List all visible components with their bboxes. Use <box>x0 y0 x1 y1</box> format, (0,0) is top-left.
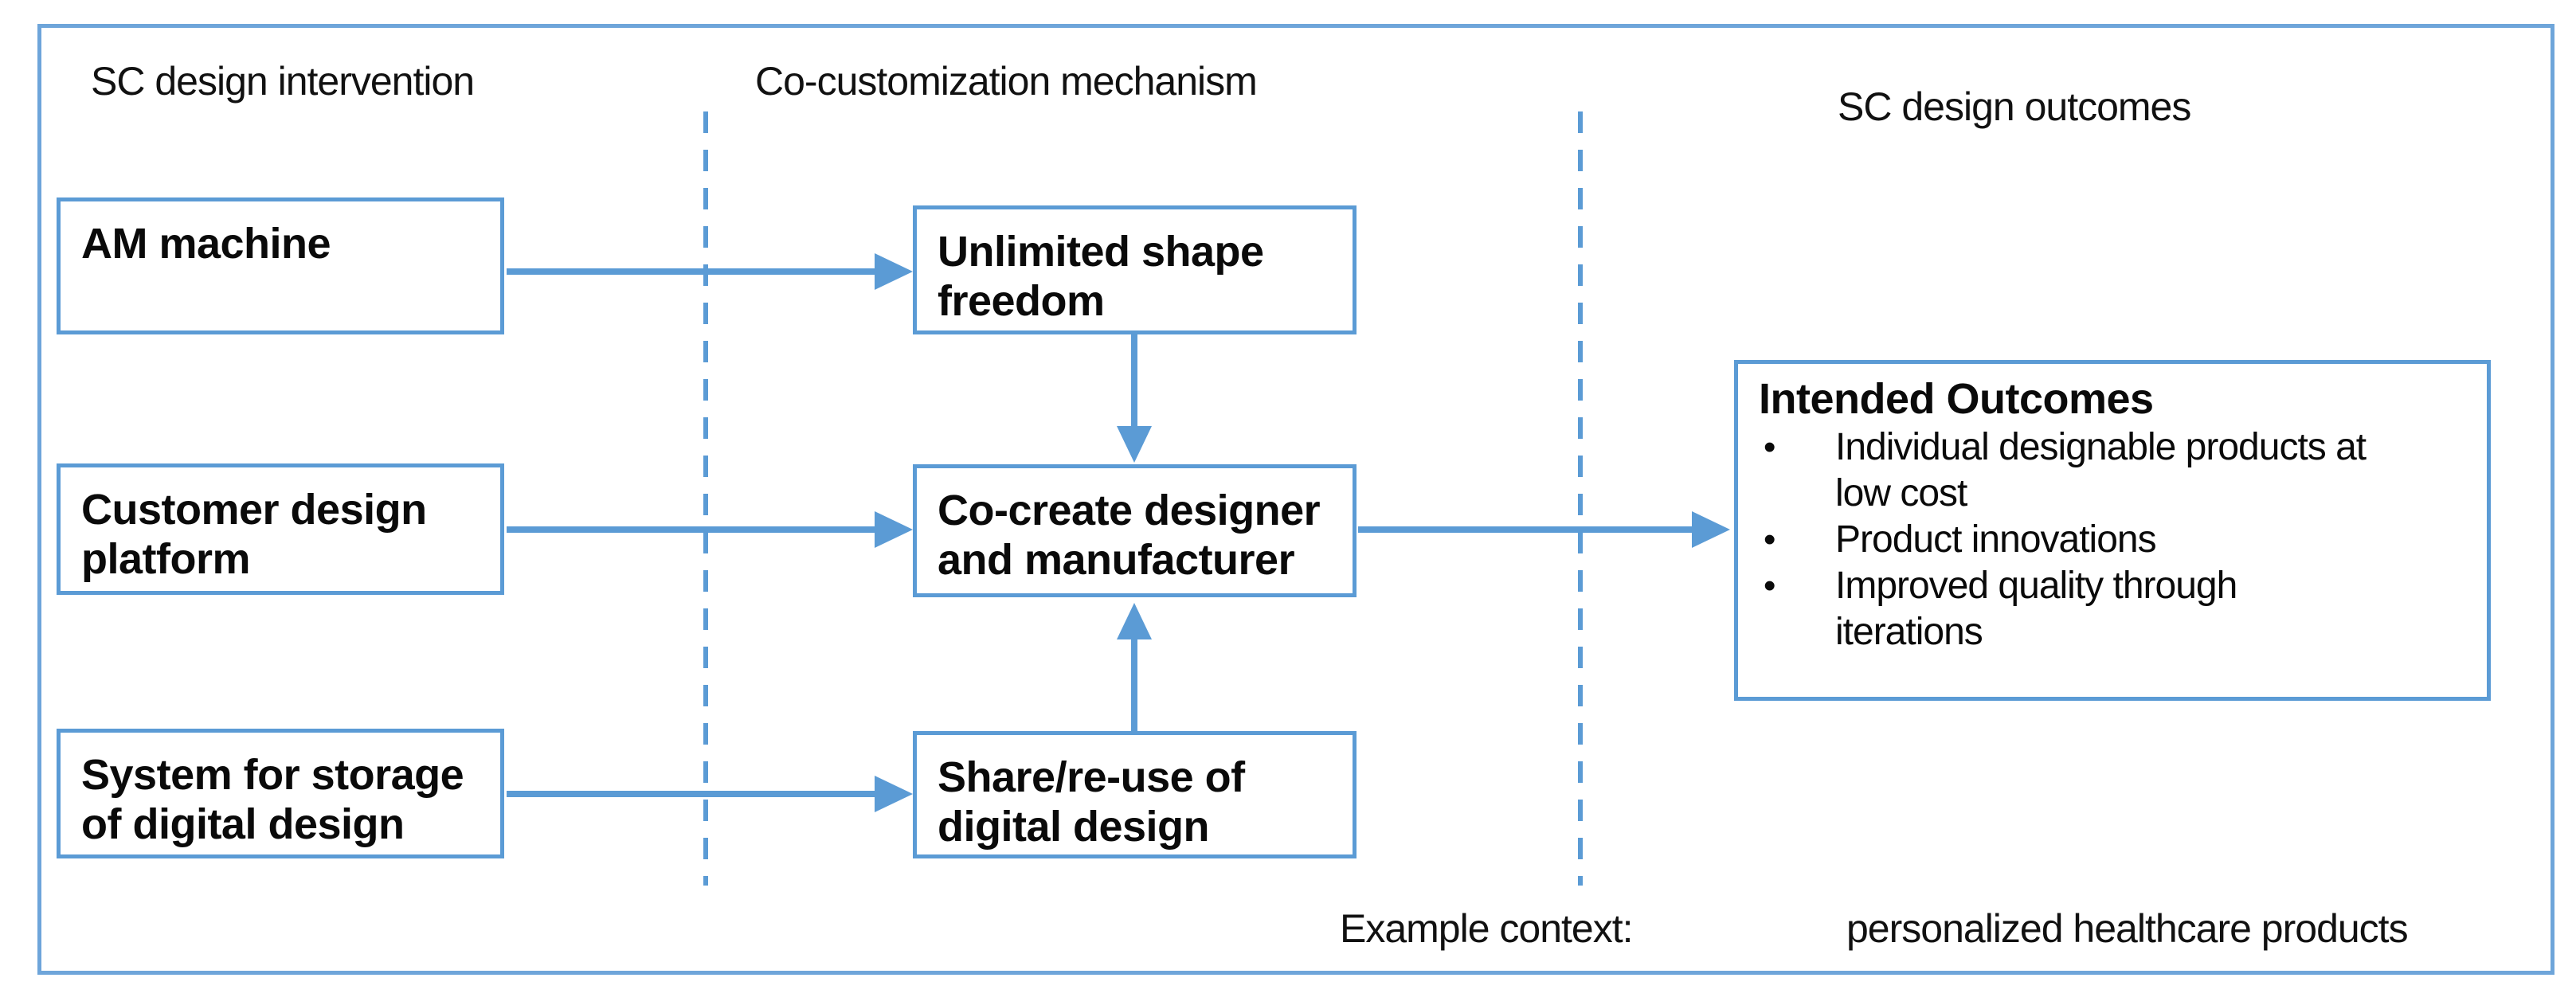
bullet-marker: • <box>1764 428 1775 467</box>
box-label: Unlimited shape freedom <box>938 228 1264 325</box>
box-share-reuse: Share/re-use of digital design <box>913 731 1357 858</box>
outcomes-title: Intended Outcomes <box>1759 375 2154 423</box>
bullet-text: Individual designable products at low co… <box>1835 426 2367 514</box>
box-system-storage: System for storage of digital design <box>57 729 504 858</box>
example-context-value: personalized healthcare products <box>1846 906 2409 951</box>
box-customer-design-platform: Customer design platform <box>57 463 504 595</box>
bullet-marker: • <box>1764 566 1775 605</box>
box-co-create: Co-create designer and manufacturer <box>913 464 1357 597</box>
box-label: Customer design platform <box>81 486 427 583</box>
box-am-machine: AM machine <box>57 197 504 334</box>
column-header-outcomes: SC design outcomes <box>1838 84 2191 129</box>
box-label: AM machine <box>81 220 331 268</box>
bullet-marker: • <box>1764 520 1775 559</box>
outcomes-list: • Individual designable products at low … <box>1759 424 2466 655</box>
list-item: • Individual designable products at low … <box>1759 424 2466 517</box>
diagram-frame <box>37 24 2554 975</box>
list-item: • Improved quality through iterations <box>1759 563 2466 655</box>
box-label: Co-create designer and manufacturer <box>938 487 1321 584</box>
example-context-label: Example context: <box>1340 906 1634 951</box>
column-header-mechanism: Co-customization mechanism <box>755 59 1258 104</box>
bullet-text: Product innovations <box>1835 518 2157 561</box>
box-label: System for storage of digital design <box>81 751 464 848</box>
box-unlimited-shape-freedom: Unlimited shape freedom <box>913 205 1357 334</box>
column-header-intervention: SC design intervention <box>91 59 475 104</box>
box-intended-outcomes: Intended Outcomes • Individual designabl… <box>1734 360 2491 701</box>
box-label: Share/re-use of digital design <box>938 753 1245 851</box>
bullet-text: Improved quality through iterations <box>1835 565 2237 653</box>
list-item: • Product innovations <box>1759 517 2466 563</box>
